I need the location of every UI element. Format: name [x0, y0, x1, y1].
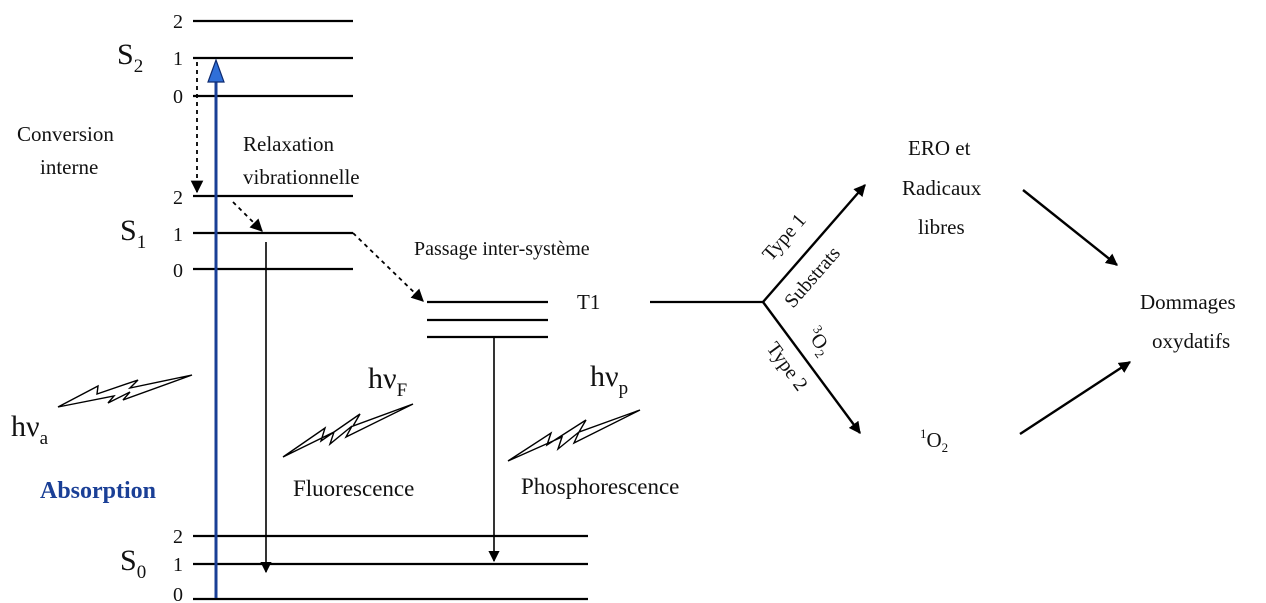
relaxation-label-line2: vibrationnelle	[243, 165, 360, 189]
s1-vib-2: 2	[173, 187, 183, 209]
lightning-bolt-phosphorescence-icon	[507, 409, 641, 462]
s2-vib-0: 0	[173, 86, 183, 108]
dommages-label-line1: Dommages	[1140, 290, 1236, 314]
intersystem-crossing-arrow	[352, 232, 424, 302]
s2-levels: 2 1 0 S2	[117, 11, 353, 108]
absorption-label: Absorption	[40, 478, 156, 504]
ero-label-line3: libres	[918, 215, 965, 239]
conversion-label-line2: interne	[40, 155, 98, 179]
hv-a-label: hνa	[11, 410, 49, 449]
absorption-arrowhead	[207, 58, 225, 83]
reaction-pathways: Type 1 Substrats 3O2 Type 2 ERO et Radic…	[650, 136, 1236, 455]
type2-arrow	[762, 301, 861, 434]
conversion-label-line1: Conversion	[17, 122, 114, 146]
phosphorescence-label: Phosphorescence	[521, 474, 679, 499]
s0-levels: 2 1 0 S0	[120, 526, 588, 603]
ero-label-line1: ERO et	[908, 136, 971, 160]
singlet-oxygen-label: 1O2	[920, 426, 948, 455]
lightning-bolt-absorption-icon	[57, 374, 193, 408]
s2-label: S2	[117, 38, 143, 77]
ero-to-damage-arrow	[1022, 189, 1118, 266]
dommages-label-line2: oxydatifs	[1152, 329, 1230, 353]
s2-vib-2: 2	[173, 11, 183, 33]
s0-vib-1: 1	[173, 554, 183, 576]
substrats-label: Substrats	[780, 242, 845, 312]
s1-vib-1: 1	[173, 224, 183, 246]
s1-levels: 2 1 0 S1	[120, 187, 353, 282]
s0-vib-0: 0	[173, 584, 183, 603]
relaxation-label-line1: Relaxation	[243, 132, 334, 156]
singlet-to-damage-arrow	[1019, 360, 1132, 436]
ero-label-line2: Radicaux	[902, 176, 982, 200]
s0-vib-2: 2	[173, 526, 183, 548]
vibrational-relaxation-arrow	[232, 201, 263, 232]
hv-f-label: hνF	[368, 362, 407, 401]
absorption-arrow	[207, 58, 225, 598]
isc-label: Passage inter-système	[414, 238, 590, 260]
s1-vib-0: 0	[173, 260, 183, 282]
fluorescence-label: Fluorescence	[293, 476, 414, 501]
t1-levels: T1	[427, 290, 600, 339]
s0-label: S0	[120, 544, 146, 583]
type1-arrow	[762, 184, 866, 303]
s1-label: S1	[120, 214, 146, 253]
lightning-bolt-fluorescence-icon	[282, 403, 414, 458]
hv-p-label: hνp	[590, 360, 628, 399]
type2-label: Type 2	[762, 338, 812, 395]
s2-vib-1: 1	[173, 48, 183, 70]
t1-label: T1	[577, 290, 600, 314]
triplet-oxygen-label: 3O2	[800, 322, 839, 361]
